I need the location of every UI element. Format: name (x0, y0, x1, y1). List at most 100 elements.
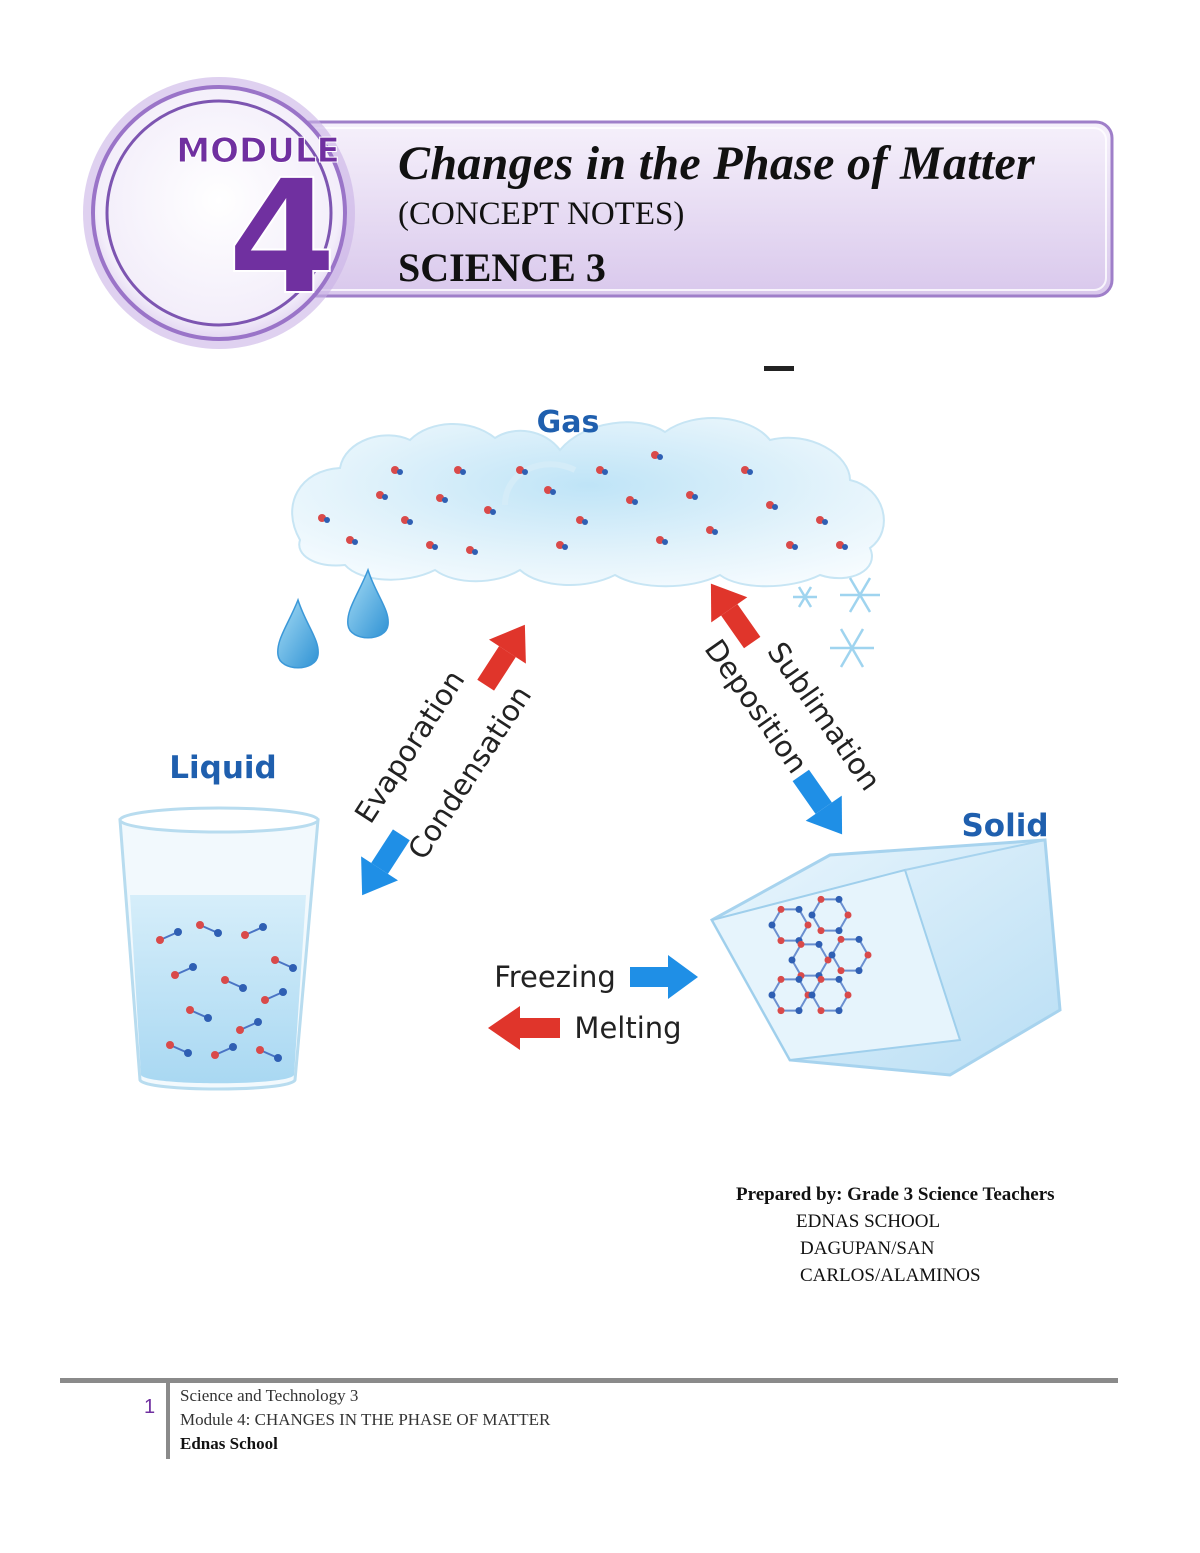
liquid-molecule-dot (166, 1041, 174, 1049)
solid-molecule-dot (817, 927, 825, 935)
gas-molecules-illustration (318, 451, 848, 555)
solid-lattice-illustration (768, 895, 872, 1015)
freezing-arrow (630, 955, 698, 999)
page-number: 1 (144, 1396, 156, 1418)
liquid-molecule-dot (259, 923, 267, 931)
liquid-molecule-dot (156, 936, 164, 944)
solid-molecule-dot (808, 911, 816, 919)
solid-molecule-dot (804, 921, 812, 929)
footer-subject: Science and Technology 3 (180, 1386, 359, 1405)
melting-label: Melting (574, 1011, 681, 1045)
phase-diagram: Gas Liquid Solid Evaporation Condensatio… (118, 366, 1062, 1091)
gas-molecule-dot (602, 469, 608, 475)
gas-molecule-dot (772, 504, 778, 510)
liquid-molecule-dot (214, 929, 222, 937)
gas-molecule-dot (522, 469, 528, 475)
gas-molecule-dot (662, 539, 668, 545)
gas-molecule-dot (792, 544, 798, 550)
gas-molecule-dot (397, 469, 403, 475)
liquid-molecule-dot (254, 1018, 262, 1026)
solid-molecule-dot (855, 967, 863, 975)
solid-molecule-dot (777, 937, 785, 945)
liquid-molecule-dot (171, 971, 179, 979)
gas-cloud-illustration (291, 417, 885, 588)
solid-molecule-dot (815, 940, 823, 948)
water-droplets-illustration (277, 567, 389, 669)
solid-molecule-dot (817, 895, 825, 903)
solid-molecule-dot (828, 951, 836, 959)
gas-molecule-dot (657, 454, 663, 460)
solid-molecule-dot (795, 975, 803, 983)
liquid-molecule-dot (261, 996, 269, 1004)
solid-molecule-dot (835, 927, 843, 935)
solid-molecule-dot (864, 951, 872, 959)
location-line-2: CARLOS/ALAMINOS (800, 1265, 981, 1286)
solid-molecule-dot (855, 935, 863, 943)
solid-label: Solid (961, 808, 1048, 844)
solid-molecule-dot (835, 975, 843, 983)
gas-molecule-dot (562, 544, 568, 550)
solid-molecule-dot (835, 1007, 843, 1015)
page-subtitle: (CONCEPT NOTES) (398, 196, 685, 232)
solid-ice-illustration (709, 838, 1062, 1077)
liquid-molecule-dot (204, 1014, 212, 1022)
gas-molecule-dot (352, 539, 358, 545)
gas-label: Gas (537, 405, 600, 440)
gas-molecule-dot (324, 517, 330, 523)
liquid-molecule-dot (289, 964, 297, 972)
liquid-molecule-dot (196, 921, 204, 929)
footer-divider (166, 1383, 170, 1459)
solid-molecule-dot (788, 956, 796, 964)
condensation-arrow (361, 829, 410, 896)
footer-rule (60, 1378, 1118, 1383)
gas-molecule-dot (632, 499, 638, 505)
freezing-label: Freezing (494, 960, 616, 994)
liquid-molecule-dot (274, 1054, 282, 1062)
liquid-molecule-dot (239, 984, 247, 992)
solid-molecule-dot (844, 911, 852, 919)
deposition-arrow (792, 769, 843, 835)
prepared-by-line: Prepared by: Grade 3 Science Teachers (736, 1184, 1055, 1205)
solid-molecule-dot (777, 905, 785, 913)
liquid-molecule-dot (211, 1051, 219, 1059)
module-badge: MODULE 4 (83, 77, 355, 349)
melting-arrow (488, 1006, 560, 1050)
solid-molecule-dot (837, 935, 845, 943)
module-number: 4 (227, 146, 337, 330)
gas-molecule-dot (442, 497, 448, 503)
gas-molecule-dot (712, 529, 718, 535)
solid-molecule-dot (808, 991, 816, 999)
school-name-line: EDNAS SCHOOL (796, 1211, 941, 1232)
liquid-molecule-dot (256, 1046, 264, 1054)
gas-molecule-dot (822, 519, 828, 525)
gas-molecule-dot (747, 469, 753, 475)
solid-molecule-dot (835, 895, 843, 903)
footer-module: Module 4: CHANGES IN THE PHASE OF MATTER (180, 1410, 551, 1429)
solid-molecule-dot (777, 1007, 785, 1015)
gas-molecule-dot (550, 489, 556, 495)
subject-title: SCIENCE 3 (398, 245, 606, 290)
liquid-molecule-dot (241, 931, 249, 939)
solid-molecule-dot (768, 991, 776, 999)
gas-molecule-dot (382, 494, 388, 500)
liquid-glass-illustration (118, 806, 320, 1091)
liquid-molecule-dot (271, 956, 279, 964)
solid-molecule-dot (795, 1007, 803, 1015)
gas-molecule-dot (472, 549, 478, 555)
gas-molecule-dot (692, 494, 698, 500)
module-word: MODULE (176, 131, 339, 171)
solid-molecule-dot (844, 991, 852, 999)
liquid-molecule-dot (229, 1043, 237, 1051)
solid-molecule-dot (777, 975, 785, 983)
gas-molecule-dot (490, 509, 496, 515)
gas-molecule-dot (460, 469, 466, 475)
footer-school: Ednas School (180, 1434, 278, 1453)
liquid-label: Liquid (169, 750, 276, 786)
liquid-molecule-dot (174, 928, 182, 936)
gas-molecule-dot (582, 519, 588, 525)
solid-molecule-dot (817, 1007, 825, 1015)
solid-molecule-dot (824, 956, 832, 964)
solid-molecule-dot (795, 905, 803, 913)
liquid-molecule-dot (186, 1006, 194, 1014)
liquid-molecule-dot (184, 1049, 192, 1057)
